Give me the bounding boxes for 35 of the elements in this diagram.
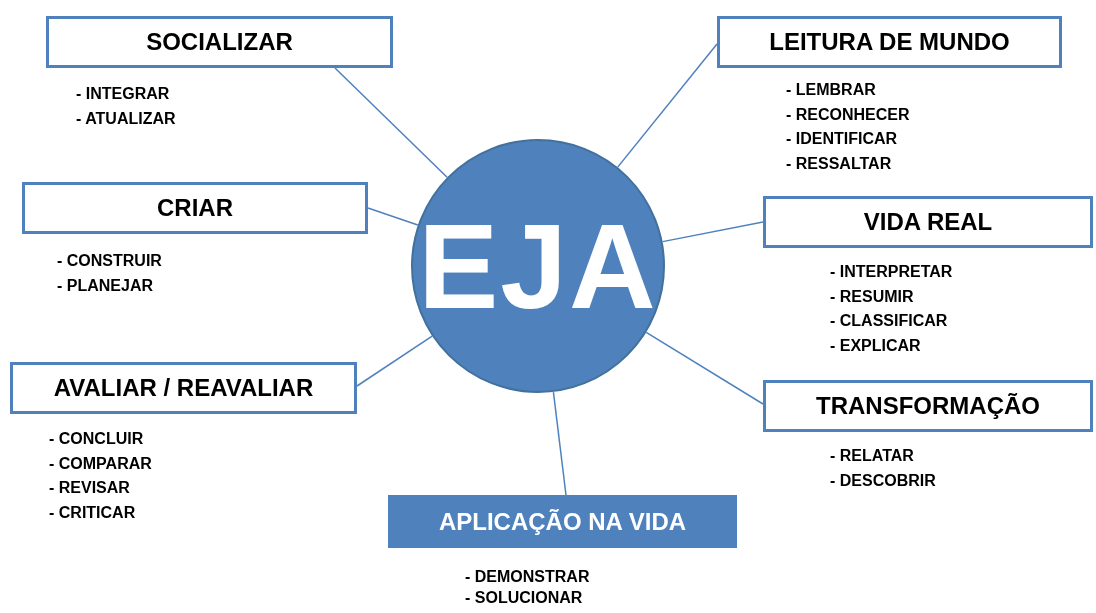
list-item: - COMPARAR: [49, 453, 152, 474]
topic-box: AVALIAR / REAVALIAR: [10, 362, 357, 414]
topic-box: VIDA REAL: [763, 196, 1093, 248]
list-item: - EXPLICAR: [830, 335, 922, 356]
connector-line: [616, 43, 718, 168]
topic-box: TRANSFORMAÇÃO: [763, 380, 1093, 432]
topic-box: SOCIALIZAR: [46, 16, 393, 68]
list-item: - RESUMIR: [830, 286, 915, 307]
center-title: EJA: [418, 198, 658, 335]
connector-line: [552, 391, 567, 496]
list-item: - CONCLUIR: [49, 429, 145, 449]
list-item: - DEMONSTRAR: [465, 567, 590, 587]
list-item: - INTERPRETAR: [830, 262, 953, 282]
list-item: - INTEGRAR: [76, 84, 171, 104]
connector-line: [334, 67, 448, 179]
connector-line: [645, 331, 764, 405]
connector-line: [367, 207, 419, 226]
connector-line: [356, 335, 433, 387]
list-item: - LEMBRAR: [786, 80, 877, 100]
list-item: - CONSTRUIR: [57, 251, 162, 271]
topic-box: CRIAR: [22, 182, 368, 234]
list-item: - RECONHECER: [786, 104, 910, 125]
list-item: - CRITICAR: [49, 502, 137, 523]
list-item: - RESSALTAR: [786, 153, 893, 174]
connector-line: [661, 221, 764, 243]
list-item: - PLANEJAR: [57, 275, 154, 296]
list-item: - REVISAR: [49, 478, 131, 498]
list-item: - CLASSIFICAR: [830, 311, 949, 331]
list-item: - RELATAR: [830, 446, 915, 466]
list-item: - IDENTIFICAR: [786, 129, 899, 149]
topic-box: LEITURA DE MUNDO: [717, 16, 1062, 68]
list-item: - SOLUCIONAR: [465, 588, 584, 608]
topic-box: APLICAÇÃO NA VIDA: [388, 495, 737, 548]
list-item: - ATUALIZAR: [76, 108, 176, 129]
list-item: - DESCOBRIR: [830, 470, 936, 491]
